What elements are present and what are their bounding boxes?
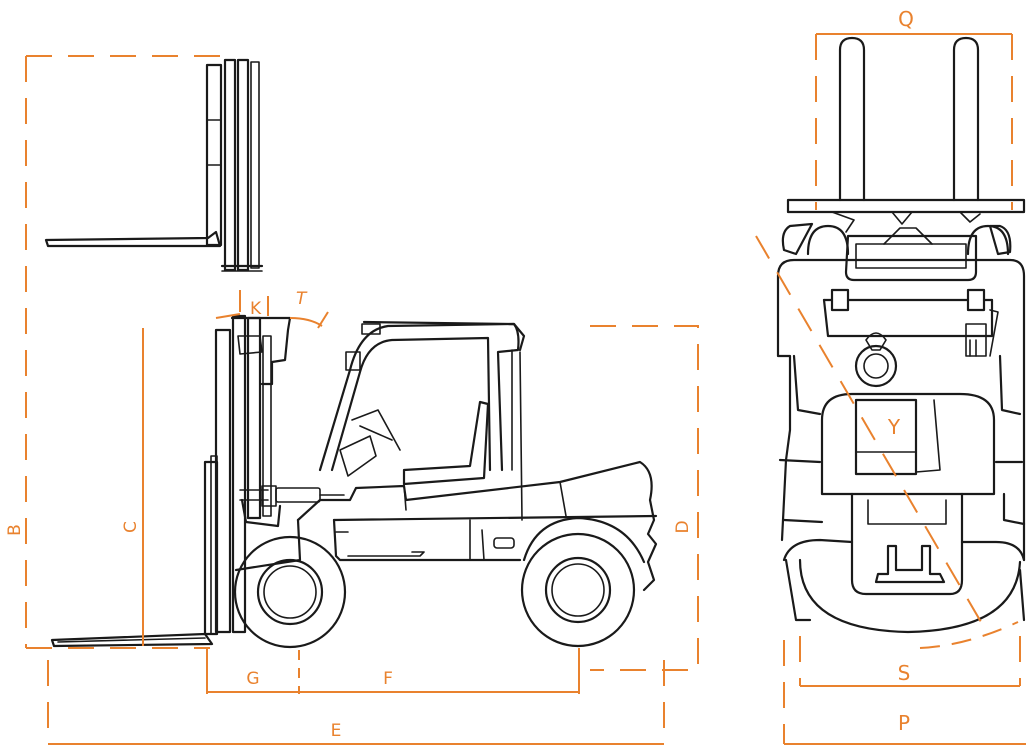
top-carriage-bar — [786, 198, 1026, 214]
label-c: C — [121, 521, 141, 533]
top-body-outline — [776, 258, 1026, 562]
steering-and-seat — [339, 400, 490, 511]
label-d: D — [673, 520, 693, 533]
top-steering-wheel — [854, 344, 898, 388]
dim-t-arc — [289, 317, 323, 327]
mast — [214, 314, 292, 634]
dim-t-tick — [317, 311, 329, 329]
label-s: S — [898, 661, 911, 685]
top-rear-wheels — [782, 538, 1026, 562]
dim-d — [590, 325, 699, 671]
dim-k-tick — [215, 313, 241, 319]
top-view-dimensions: Q Y S P — [755, 7, 1026, 745]
top-fork-left — [838, 36, 866, 202]
dim-y-arc — [919, 621, 1019, 649]
top-counterweight-arc — [798, 558, 1022, 634]
label-e: E — [331, 721, 342, 741]
front-wheel — [233, 535, 347, 649]
dim-y-line — [755, 235, 989, 635]
forks — [50, 455, 219, 648]
top-counterweight-slot — [850, 492, 964, 596]
top-fork-right — [952, 36, 980, 202]
label-g: G — [246, 669, 259, 689]
top-hood — [820, 392, 996, 496]
top-view-forklift — [776, 36, 1026, 634]
label-y: Y — [887, 415, 901, 439]
side-view-forklift — [44, 58, 658, 649]
label-p: P — [898, 711, 910, 735]
label-k: K — [250, 299, 262, 319]
rear-fender — [522, 516, 646, 564]
label-q: Q — [898, 7, 914, 31]
top-seat — [854, 398, 918, 476]
rear-wheel — [520, 532, 636, 648]
label-b: B — [5, 524, 25, 536]
overhead-guard — [318, 320, 526, 521]
tilt-cylinder — [275, 487, 345, 503]
label-f: F — [383, 669, 393, 689]
side-view-dimensions: B C K T D G F E — [5, 55, 699, 745]
label-t: T — [296, 289, 308, 309]
truck-body — [234, 460, 658, 592]
raised-fork-carriage — [44, 58, 264, 272]
